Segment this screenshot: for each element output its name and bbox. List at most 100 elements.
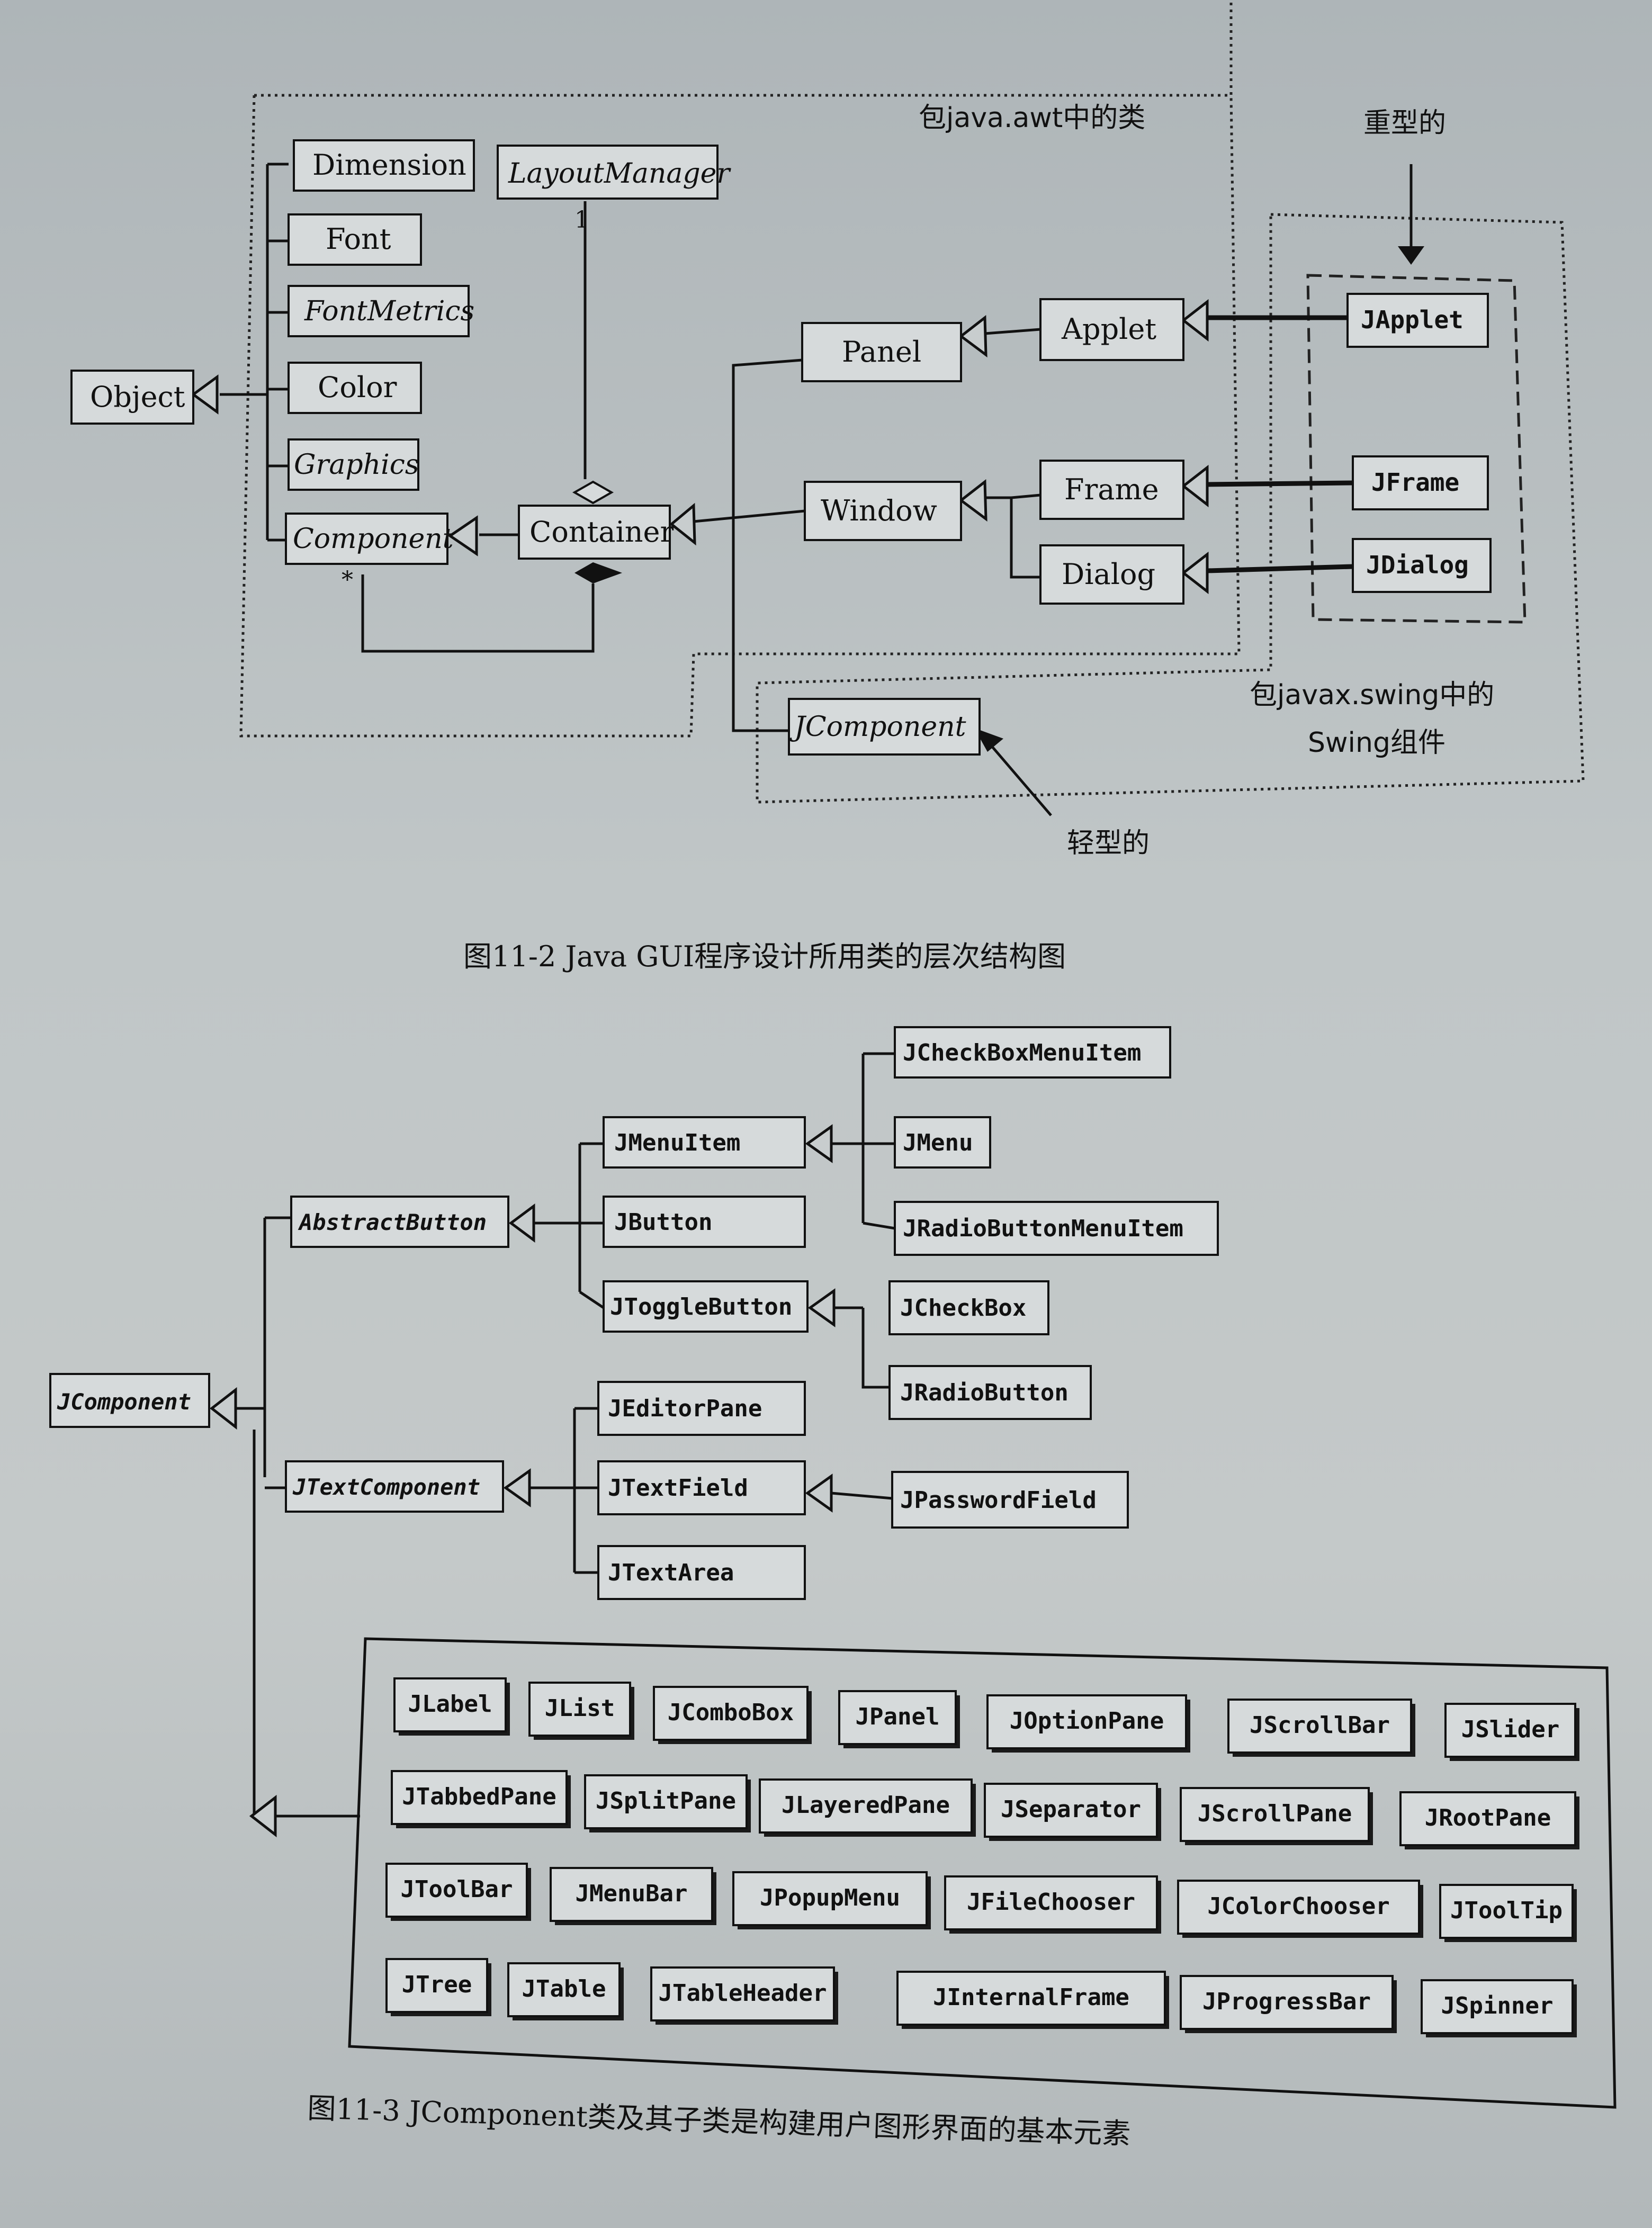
awt-package-label: 包java.awt中的类	[919, 102, 1145, 134]
class-jmenubar: JMenuBar	[550, 1867, 716, 1925]
class-jcheckbox: JCheckBox	[888, 1280, 1049, 1335]
lightweight-arrowhead	[974, 728, 1003, 752]
class-panel: Panel	[801, 322, 962, 382]
class-jtoolbar: JToolBar	[385, 1863, 531, 1921]
class-dialog: Dialog	[1039, 544, 1184, 605]
class-label: JTable	[522, 1975, 606, 2002]
class-label: JComboBox	[668, 1699, 794, 1726]
class-jframe: JFrame	[1352, 455, 1489, 510]
class-jscrollpane: JScrollPane	[1180, 1787, 1373, 1845]
svg-text:Window: Window	[821, 494, 937, 527]
object-inheritance-triangle	[191, 374, 219, 415]
jtogglebutton-inheritance-triangle	[807, 1288, 836, 1327]
class-jtree: JTree	[385, 1958, 491, 2016]
applet-inheritance-triangle	[1181, 299, 1209, 342]
svg-text:JTextComponent: JTextComponent	[292, 1474, 480, 1500]
lightweight-arrow	[986, 740, 1052, 816]
jtextcomponent-subclass-connectors	[529, 1407, 598, 1574]
window-subclass-connectors	[985, 493, 1041, 579]
composition-diamond	[574, 562, 622, 583]
class-jrootpane: JRootPane	[1399, 1791, 1579, 1849]
svg-text:Object: Object	[90, 380, 185, 414]
svg-text:Applet: Applet	[1061, 312, 1156, 346]
svg-text:Container: Container	[529, 515, 674, 549]
panel-inheritance-triangle	[958, 315, 987, 358]
svg-text:Component: Component	[293, 523, 454, 555]
svg-text:JRadioButton: JRadioButton	[900, 1379, 1069, 1406]
class-jseparator: JSeparator	[984, 1783, 1161, 1841]
class-label: JTableHeader	[659, 1980, 827, 2007]
class-jradiobuttonmenuitem: JRadioButtonMenuItem	[894, 1201, 1219, 1256]
svg-text:JMenuItem: JMenuItem	[614, 1129, 740, 1156]
class-label: JSeparator	[1001, 1796, 1141, 1823]
class-label: JToolBar	[401, 1876, 513, 1903]
svg-text:JRadioButtonMenuItem: JRadioButtonMenuItem	[903, 1215, 1183, 1242]
class-jspinner: JSpinner	[1421, 1979, 1577, 2037]
class-frame: Frame	[1039, 460, 1184, 520]
class-label: JSpinner	[1441, 1992, 1554, 2019]
class-dimension: Dimension	[293, 139, 475, 192]
jtextcomponent-inheritance-triangle	[503, 1468, 531, 1507]
class-label: JTabbedPane	[402, 1783, 556, 1810]
svg-text:Dimension: Dimension	[312, 148, 466, 182]
class-jinternalframe: JInternalFrame	[896, 1971, 1169, 2029]
jtextfield-inheritance-triangle	[805, 1474, 833, 1513]
jtogglebutton-subclass-connectors	[834, 1306, 890, 1389]
class-jbutton: JButton	[603, 1196, 806, 1248]
svg-text:Frame: Frame	[1064, 473, 1159, 506]
class-component: Component	[285, 513, 454, 565]
jcomponent-direct-subclasses-panel	[348, 1637, 1617, 2109]
class-jcolorchooser: JColorChooser	[1177, 1880, 1423, 1938]
class-jpasswordfield: JPasswordField	[891, 1471, 1129, 1529]
class-jlist: JList	[528, 1682, 634, 1740]
swing-package-label-line2: Swing组件	[1308, 727, 1446, 759]
class-jtooltip: JToolTip	[1439, 1884, 1577, 1942]
grid-inheritance-triangle	[249, 1794, 277, 1838]
svg-text:JDialog: JDialog	[1366, 551, 1469, 579]
class-jcheckboxmenuitem: JCheckBoxMenuItem	[894, 1026, 1171, 1079]
jmenuitem-inheritance-triangle	[805, 1124, 833, 1163]
svg-text:Panel: Panel	[842, 335, 921, 369]
figure-11-2-caption: 图11-2 Java GUI程序设计所用类的层次结构图	[463, 940, 1066, 973]
swing-package-boundary	[756, 213, 1585, 804]
class-jlabel: JLabel	[393, 1677, 510, 1736]
class-label: JScrollPane	[1198, 1800, 1352, 1827]
container-subclass-connectors	[693, 358, 805, 732]
class-abstractbutton: AbstractButton	[290, 1196, 509, 1248]
class-jtogglebutton: JToggleButton	[603, 1280, 809, 1333]
class-color: Color	[288, 362, 422, 414]
abstractbutton-inheritance-triangle	[508, 1203, 535, 1243]
object-subclass-connectors	[220, 163, 289, 542]
jcomponent-inheritance-triangle	[209, 1387, 237, 1430]
class-jcomponent: JComponent	[49, 1373, 210, 1428]
class-label: JLabel	[408, 1691, 492, 1718]
class-layoutmanager: LayoutManager	[497, 145, 731, 200]
class-jmenu: JMenu	[894, 1116, 991, 1169]
class-jpopupmenu: JPopupMenu	[732, 1871, 931, 1929]
class-jtable: JTable	[507, 1962, 624, 2020]
jframe-frame-line	[1207, 480, 1353, 487]
class-label: JToolTip	[1450, 1897, 1563, 1924]
lightweight-label: 轻型的	[1067, 828, 1150, 859]
class-window: Window	[804, 481, 962, 541]
class-label: JPopupMenu	[760, 1884, 900, 1911]
class-label: JLayeredPane	[782, 1792, 950, 1819]
svg-text:LayoutManager: LayoutManager	[508, 158, 731, 190]
svg-text:JMenu: JMenu	[903, 1129, 973, 1156]
svg-text:JApplet: JApplet	[1361, 306, 1464, 334]
composition-line	[361, 574, 595, 653]
svg-text:JTextField: JTextField	[608, 1475, 748, 1502]
class-japplet: JApplet	[1346, 293, 1489, 348]
svg-text:Font: Font	[326, 222, 391, 256]
multiplicity-many: *	[342, 567, 353, 594]
svg-text:JCheckBoxMenuItem: JCheckBoxMenuItem	[903, 1039, 1141, 1066]
heavyweight-label: 重型的	[1363, 107, 1446, 139]
class-font: Font	[288, 213, 422, 266]
class-jpanel: JPanel	[838, 1690, 960, 1748]
svg-text:JEditorPane: JEditorPane	[608, 1395, 762, 1422]
class-jcombobox: JComboBox	[653, 1686, 812, 1744]
class-label: JSlider	[1461, 1716, 1559, 1743]
svg-text:JToggleButton: JToggleButton	[610, 1293, 792, 1320]
class-jeditorpane: JEditorPane	[597, 1381, 806, 1436]
